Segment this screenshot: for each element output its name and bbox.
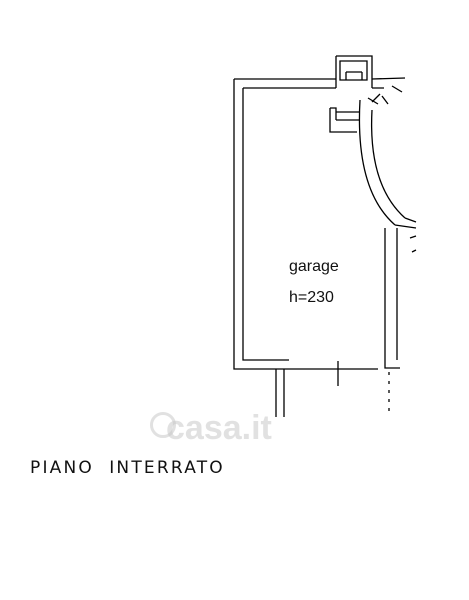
wall-west <box>233 79 289 370</box>
curve-marks <box>409 235 417 253</box>
wall-north-east <box>371 77 406 89</box>
watermark: casa.it <box>166 409 272 447</box>
watermark-logo-icon <box>150 412 176 438</box>
room-height-garage: h=230 <box>289 289 334 306</box>
floor-label: PIANO INTERRATO <box>30 458 225 478</box>
wall-step <box>329 107 360 133</box>
wall-north <box>234 78 336 89</box>
wall-south-stub <box>275 369 285 417</box>
duct-box <box>335 55 373 88</box>
wall-east <box>384 228 400 369</box>
wall-curved-outer <box>358 99 396 226</box>
wall-curved-inner <box>370 109 406 219</box>
wall-curve-ticks <box>367 85 403 105</box>
wall-east-cap <box>394 217 417 229</box>
room-name-garage: garage <box>289 258 339 275</box>
